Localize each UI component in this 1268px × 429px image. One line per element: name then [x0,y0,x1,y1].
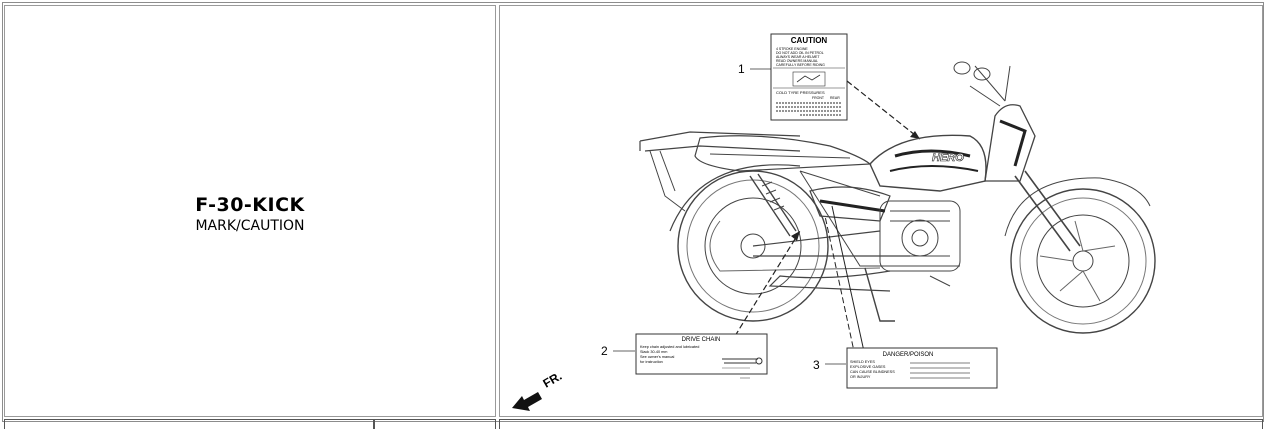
danger-poison-label: 3 DANGER/POISON SHIELD EYES EXPLOSIVE GA… [813,347,998,389]
danger-line: SHIELD EYES [850,360,875,364]
drive-chain-title: DRIVE CHAIN [682,337,721,343]
tyre-header-front: FRONT [812,96,825,100]
tyre-pressure-title: COLD TYRE PRESSURES [776,90,825,95]
drive-chain-line: See owner's manual [640,355,674,359]
part-name: MARK/CAUTION [195,218,305,234]
tank-brand-logo: HERO [932,152,964,164]
danger-title: DANGER/POISON [883,352,934,358]
part-code: F-30-KICK [195,194,305,216]
next-table-row [0,419,1268,429]
arrow-down-left-icon [512,392,542,411]
caution-label: CAUTION 4 STROKE ENGINE DO NOT ADD OIL I… [770,33,848,121]
part-title-block: F-30-KICK MARK/CAUTION [5,194,495,234]
callout-number-1: 1 [738,62,745,76]
tyre-header-rear: REAR [830,96,840,100]
next-row-cell [374,419,496,429]
caution-label-title: CAUTION [791,36,828,45]
motorcycle-decal-diagram: CAUTION 4 STROKE ENGINE DO NOT ADD OIL I… [512,33,1156,411]
diagram-cell: CAUTION 4 STROKE ENGINE DO NOT ADD OIL I… [499,5,1263,417]
caution-line: CAREFULLY BEFORE RIDING [776,63,825,67]
drive-chain-label: 2 DRIVE CHAIN Keep chain adjusted and lu… [601,333,768,379]
caution-line: DO NOT ADD OIL IN PETROL [776,51,824,55]
caution-line: READ OWNERS MANUAL [776,59,818,63]
callout-number-3: 3 [813,358,820,372]
drive-chain-line: Keep chain adjusted and lubricated [640,345,699,349]
callout-number-2: 2 [601,344,608,358]
front-direction-label: FR. [541,369,565,391]
next-row-cell [499,419,1263,429]
part-info-cell: F-30-KICK MARK/CAUTION [4,5,496,417]
next-row-cell [4,419,374,429]
motorcycle-drawing [639,61,1156,334]
drive-chain-line: Slack 30-40 mm [640,350,667,354]
caution-line: 4 STROKE ENGINE [776,47,808,51]
drive-chain-line: for instruction [640,360,663,364]
safety-pin-icon [722,358,758,364]
danger-line: EXPLOSIVE GASES [850,365,886,369]
danger-line: OR INJURY [850,375,871,379]
danger-line: CAN CAUSE BLINDNESS [850,370,895,374]
front-direction-indicator: FR. [512,369,564,411]
table-frame [2,2,1264,422]
caution-line: ALWAYS WEAR A HELMET [776,55,820,59]
